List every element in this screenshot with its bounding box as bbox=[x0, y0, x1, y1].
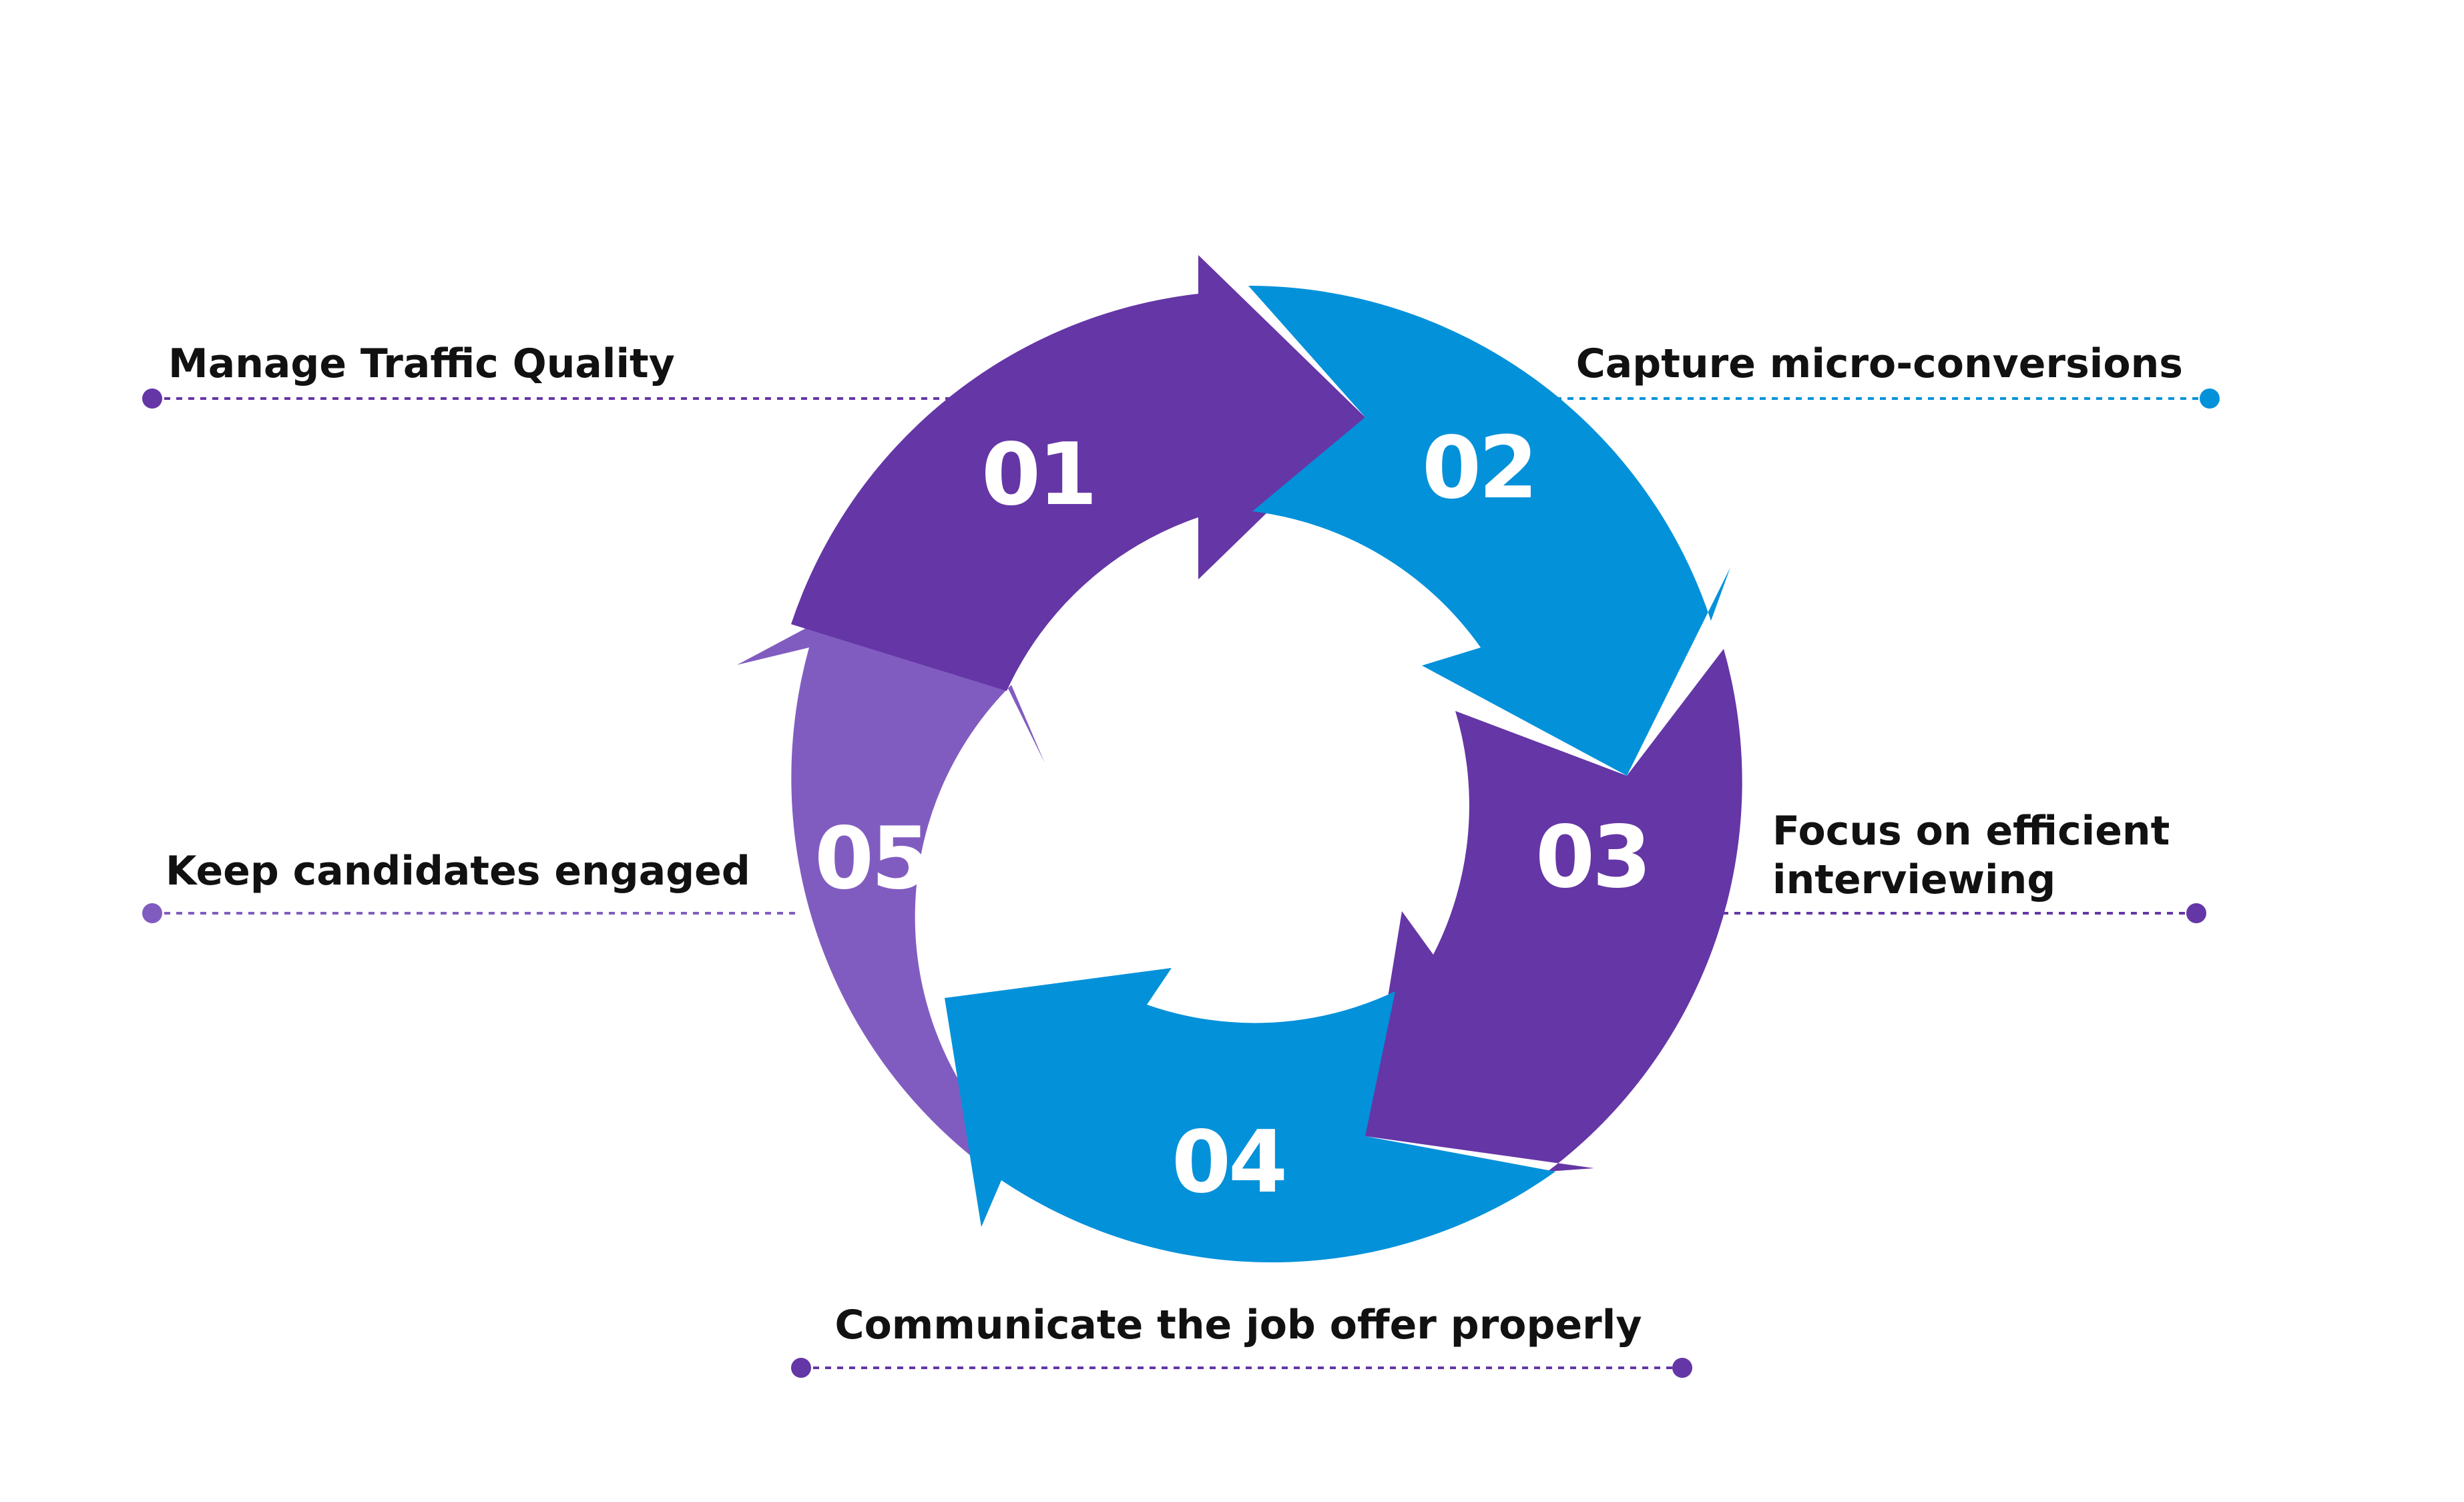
step-label-03-line-1: Focus on efficient bbox=[1772, 808, 2170, 854]
step-label-01: Manage Traffic Quality bbox=[168, 340, 675, 387]
leader-line-04 bbox=[791, 1358, 1692, 1378]
cycle-arrows bbox=[737, 255, 1742, 1263]
step-number-01: 01 bbox=[981, 425, 1095, 525]
step-number-03: 03 bbox=[1535, 808, 1649, 907]
arrow-02 bbox=[1248, 286, 1730, 776]
arrow-04 bbox=[945, 968, 1555, 1263]
step-number-05: 05 bbox=[814, 809, 928, 909]
step-labels: Manage Traffic Quality Capture micro-con… bbox=[166, 340, 2183, 1348]
arrow-01 bbox=[791, 255, 1365, 691]
step-numbers: 01 02 03 04 05 bbox=[814, 419, 1652, 1212]
leader-line-02 bbox=[1555, 389, 2220, 409]
step-label-03-line-2: interviewing bbox=[1772, 856, 2055, 903]
arrow-03 bbox=[1365, 649, 1742, 1172]
leader-line-05 bbox=[142, 903, 801, 923]
arrow-05 bbox=[737, 555, 1045, 1168]
leader-line-03 bbox=[1722, 903, 2206, 923]
step-label-05: Keep candidates engaged bbox=[166, 848, 750, 895]
step-label-04: Communicate the job offer properly bbox=[835, 1302, 1642, 1348]
leader-lines bbox=[142, 389, 2220, 1378]
step-number-02: 02 bbox=[1422, 419, 1535, 518]
step-label-02: Capture micro-conversions bbox=[1576, 340, 2183, 387]
step-number-04: 04 bbox=[1172, 1113, 1285, 1212]
leader-line-01 bbox=[142, 389, 961, 409]
